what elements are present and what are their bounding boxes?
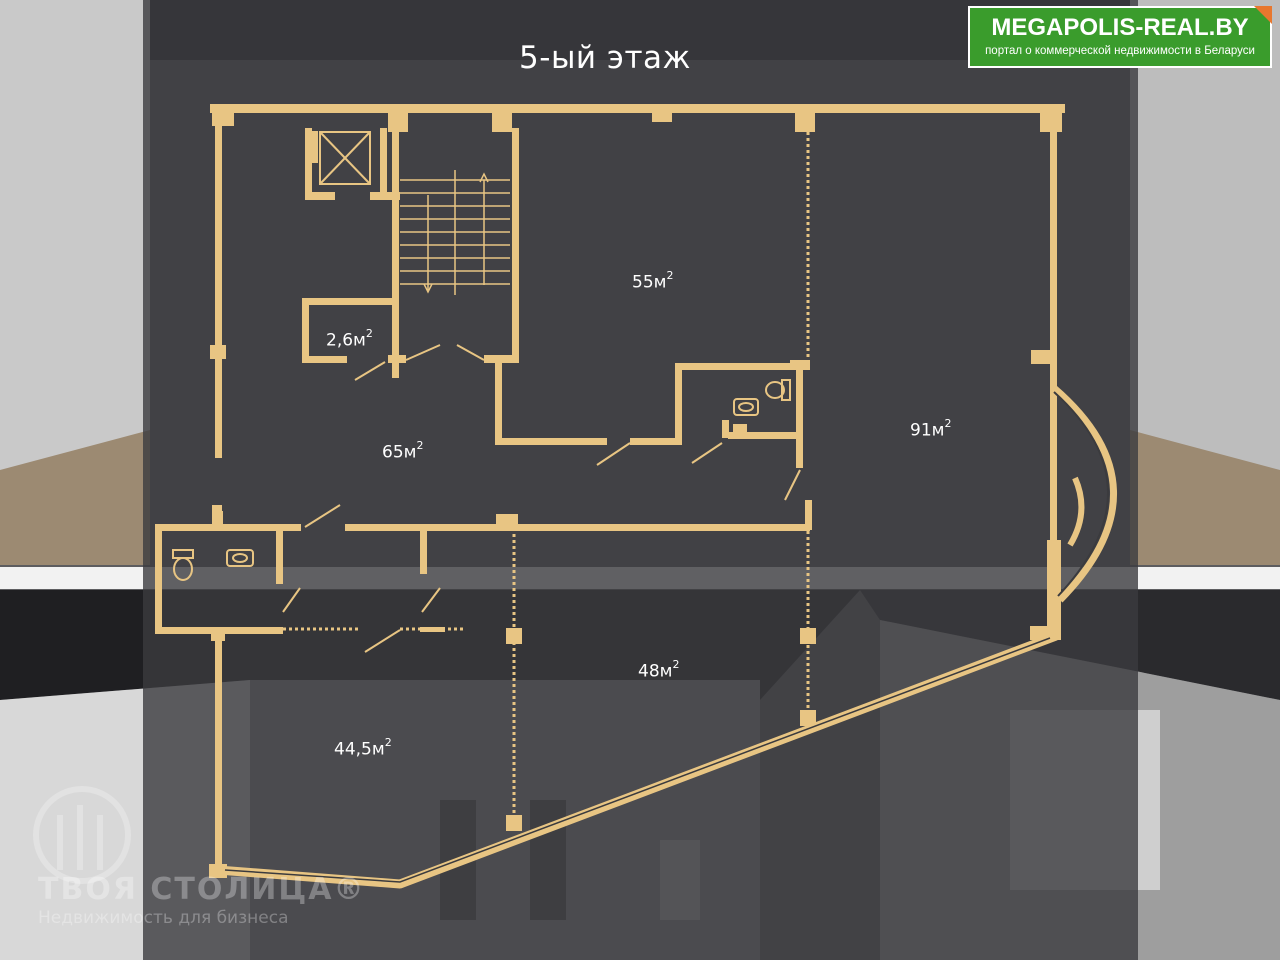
watermark-logo-icon: [33, 786, 131, 884]
room-area-91: 91м2: [910, 417, 952, 441]
elevator-icon: [311, 131, 371, 185]
toilet-icon: [781, 379, 791, 401]
brand-name: MEGAPOLIS-REAL.BY: [991, 14, 1249, 41]
watermark-name: ТВОЯ СТОЛИЦА®: [38, 872, 366, 907]
floor-title: 5-ый этаж: [519, 40, 691, 76]
room-area-55: 55м2: [632, 269, 674, 293]
windows: [218, 107, 1055, 350]
plan-overlay: [143, 0, 1138, 960]
sink-icon: [232, 553, 248, 563]
room-area-48: 48м2: [638, 658, 680, 682]
toilet-icon: [173, 557, 193, 581]
sink-icon: [738, 402, 754, 412]
sink-icon: [226, 549, 254, 567]
sanitary-fixtures: [172, 379, 791, 581]
toilet-icon: [765, 381, 785, 399]
watermark-subtitle: Недвижимость для бизнеса: [38, 908, 289, 928]
brand-corner-icon: [1254, 6, 1272, 24]
curved-bay-wall: [1051, 385, 1117, 603]
partition-lines: [283, 126, 810, 817]
staircase-icon: [400, 170, 510, 295]
room-area-65: 65м2: [382, 439, 424, 463]
sink-icon: [733, 398, 759, 416]
brand-badge[interactable]: MEGAPOLIS-REAL.BY портал о коммерческой …: [968, 6, 1272, 68]
brand-tagline: портал о коммерческой недвижимости в Бел…: [985, 45, 1255, 57]
door-swings: [282, 344, 801, 653]
room-area-44-5: 44,5м2: [334, 736, 392, 760]
room-area-2-6: 2,6м2: [326, 327, 373, 351]
diagonal-exterior-wall: [217, 631, 1058, 889]
